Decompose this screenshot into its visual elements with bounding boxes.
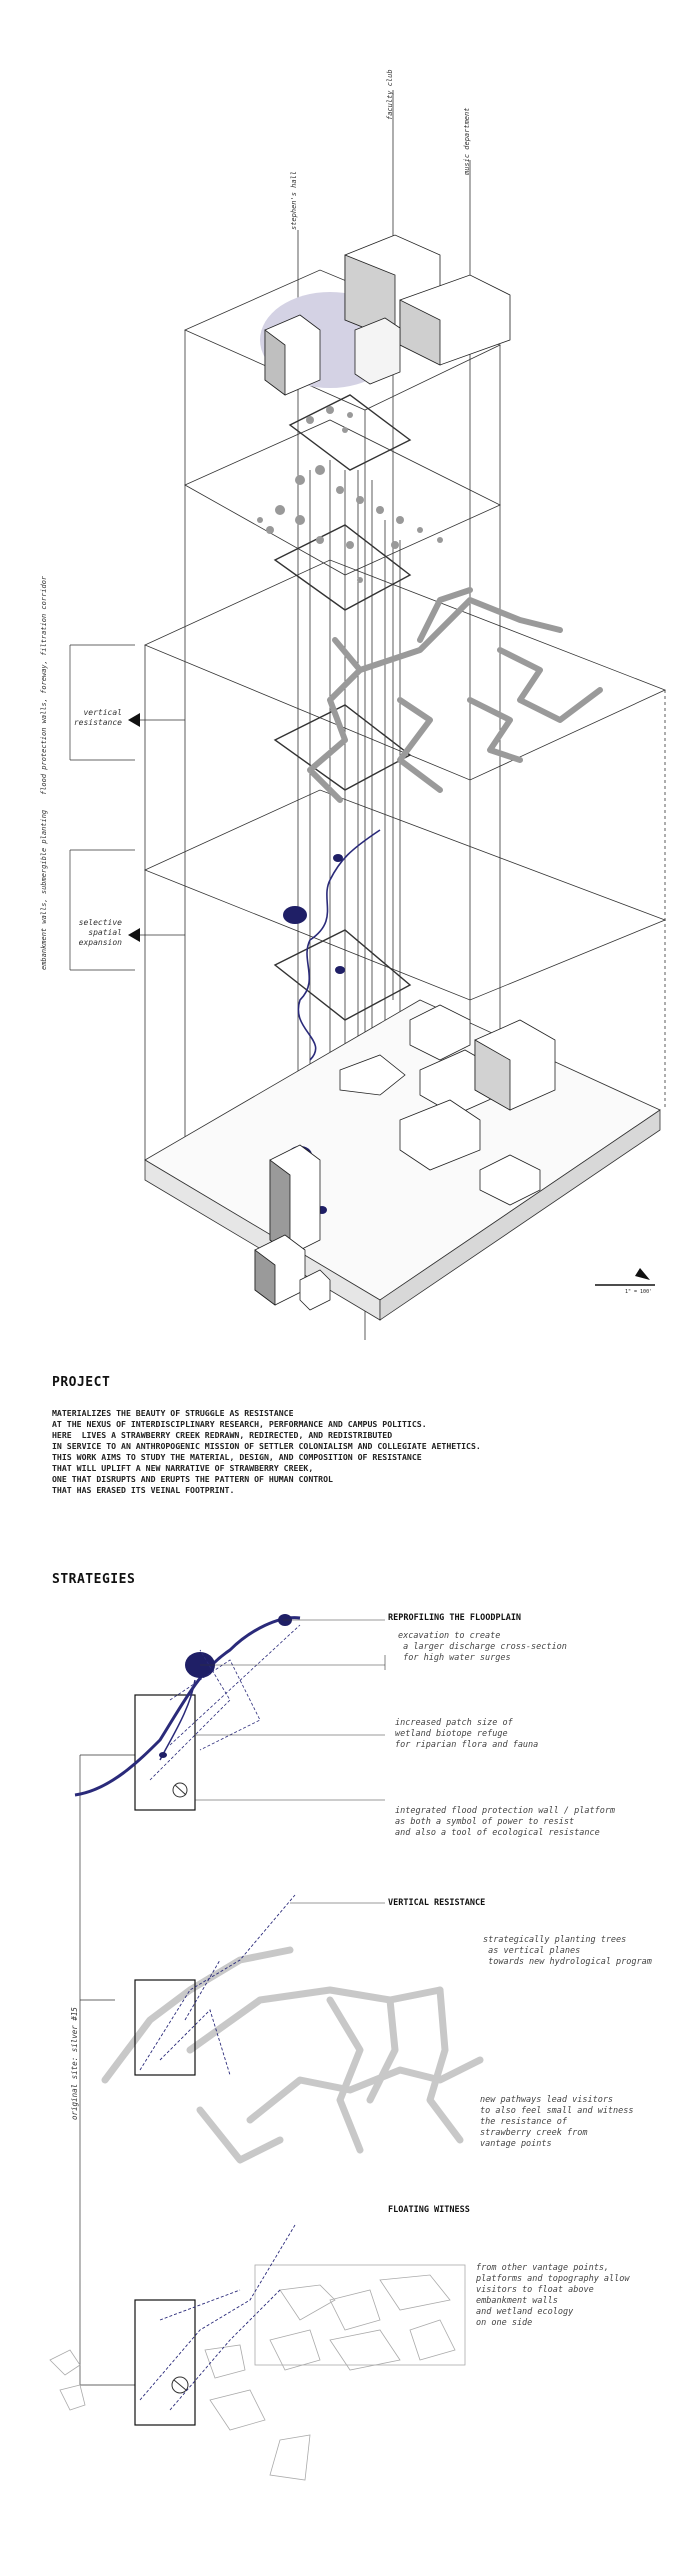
strategies-heading: STRATEGIES — [52, 1572, 136, 1587]
project-line: ONE THAT DISRUPTS AND ERUPTS THE PATTERN… — [52, 1474, 333, 1484]
strategy-note: strategically planting trees as vertical… — [483, 1935, 652, 1967]
strategy-title-floating: FLOATING WITNESS — [388, 2205, 470, 2215]
project-heading: PROJECT — [52, 1375, 111, 1390]
project-line: IN SERVICE TO AN ANTHROPOGENIC MISSION O… — [52, 1441, 481, 1451]
scale-label: 1" = 100' — [625, 1289, 653, 1295]
arrow-marker-vertical — [128, 713, 140, 727]
label-stephens-hall: stephen's hall — [290, 170, 298, 230]
label-flood-protection: flood protection walls, foreway, filtrat… — [40, 575, 48, 795]
strategy-note: excavation to create a larger discharge … — [398, 1631, 567, 1663]
layer-plane-water — [143, 789, 667, 1001]
strategy-vertical-drawing — [101, 1894, 484, 2164]
axonometric-diagram — [69, 90, 667, 1340]
project-line: MATERIALIZES THE BEAUTY OF STRUGGLE AS R… — [52, 1408, 294, 1418]
focus-square-3 — [273, 704, 412, 791]
arrow-marker-selective — [128, 928, 140, 942]
strategy-floodplain-drawing — [74, 1614, 386, 1811]
label-music-department: music department — [463, 107, 471, 175]
strategy-floating-drawing — [49, 2224, 466, 2481]
label-selective-expansion: selective spatial expansion — [78, 918, 122, 947]
label-faculty-club: faculty club — [386, 69, 394, 120]
label-vertical-resistance: vertical resistance — [73, 708, 122, 727]
strategy-title-floodplain: REPROFILING THE FLOODPLAIN — [388, 1613, 522, 1623]
project-line: AT THE NEXUS OF INTERDISCIPLINARY RESEAR… — [52, 1419, 427, 1429]
layer-plane-paths — [144, 559, 667, 781]
focus-square-1 — [288, 394, 412, 471]
label-original-site: original site: silver #15 — [70, 2007, 79, 2120]
strategy-note: from other vantage points, platforms and… — [476, 2263, 630, 2328]
project-line: THIS WORK AIMS TO STUDY THE MATERIAL, DE… — [52, 1452, 422, 1462]
label-embankment: embankment walls, submergible planting — [40, 809, 48, 970]
strategy-note: increased patch size of wetland biotope … — [395, 1718, 539, 1750]
strategy-note: integrated flood protection wall / platf… — [395, 1806, 616, 1838]
focus-square-2 — [273, 524, 412, 611]
strategy-title-vertical: VERTICAL RESISTANCE — [388, 1898, 486, 1908]
focus-square-4 — [273, 929, 412, 1021]
strategy-note: new pathways lead visitors to also feel … — [480, 2095, 634, 2149]
creek-water — [297, 829, 381, 1061]
tree-cluster — [257, 406, 443, 583]
path-network — [307, 587, 603, 803]
north-arrow-icon — [635, 1268, 650, 1280]
project-line: THAT WILL UPLIFT A NEW NARRATIVE OF STRA… — [52, 1463, 314, 1473]
layer-plane-trees — [184, 419, 501, 576]
building-cluster-bottom — [254, 1004, 556, 1311]
building-cluster-top — [260, 234, 511, 396]
project-body: MATERIALIZES THE BEAUTY OF STRUGGLE AS R… — [52, 1408, 481, 1496]
project-line: THAT HAS ERASED ITS VEINAL FOOTPRINT. — [52, 1485, 235, 1495]
project-line: HERE LIVES A STRAWBERRY CREEK REDRAWN, R… — [52, 1430, 393, 1440]
